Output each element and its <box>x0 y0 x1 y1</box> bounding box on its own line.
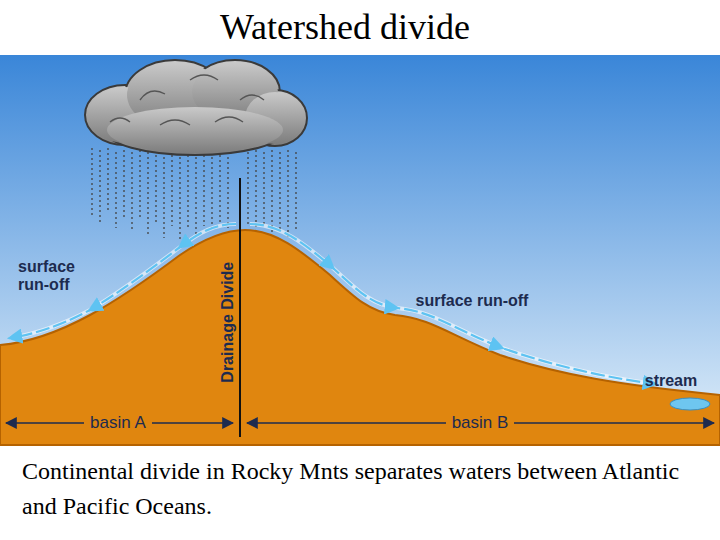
cloud <box>85 60 307 155</box>
stream-pool <box>670 398 710 410</box>
hill <box>0 230 720 445</box>
stream-label: stream <box>645 372 697 390</box>
runoff-arrow <box>250 224 655 384</box>
sky <box>0 55 720 445</box>
title: Watershed divide <box>220 6 470 48</box>
runoff-label: surface run-off <box>416 292 529 310</box>
divide-label: Drainage Divide <box>219 262 237 383</box>
caption: Continental divide in Rocky Mnts separat… <box>22 454 712 524</box>
runoff-arrow <box>10 224 236 338</box>
divide-line <box>239 178 241 437</box>
runoff-label: surface run-off <box>18 258 108 295</box>
basin-label: basin B <box>446 413 515 433</box>
basin-label: basin A <box>84 413 152 433</box>
